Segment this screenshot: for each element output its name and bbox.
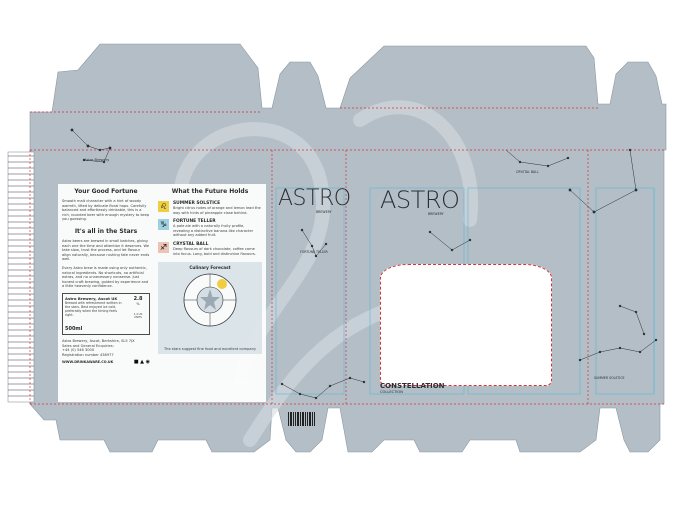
address-3: +44 (0) 546 3000 xyxy=(62,348,95,353)
label-box: Astro Brewery, Ascot UK Brewed with refr… xyxy=(62,292,150,335)
good-fortune-title: Your Good Fortune xyxy=(74,188,138,195)
back-panel: Your Good Fortune Smooth malt character … xyxy=(58,184,266,402)
sagittarius-sign-icon: ♐ xyxy=(158,241,169,253)
stars-body-1: Astro beers are brewed in small batches,… xyxy=(62,238,150,262)
abv-unit: % xyxy=(136,301,140,306)
product-1-desc: Bright citrus notes of orange and lemon … xyxy=(173,206,261,215)
collection-subtitle: COLLECTION xyxy=(380,390,403,394)
product-3-desc: Deep flavours of dark chocolate, coffee … xyxy=(173,246,256,256)
product-item-2: ♑ FORTUNE TELLER A pale ale with a natur… xyxy=(158,219,262,238)
address-1: Astro Brewery, Ascot, Berkshire, SL5 7JX xyxy=(62,338,135,343)
astro-brewery-small-label: Astro Brewery xyxy=(84,158,110,162)
summer-solstice-label: SUMMER SOLSTICE xyxy=(594,376,625,380)
stars-body-2: Every Astro brew is made using only auth… xyxy=(62,265,149,289)
product-2-desc: A pale ale with a naturally fruity profi… xyxy=(173,224,254,238)
footer-row: WWW.DRINKAWARE.CO.UK ■ ▲ ◉ xyxy=(62,359,150,365)
good-fortune-intro: Smooth malt character with a hint of woo… xyxy=(62,199,150,222)
instagram-icon[interactable]: ◉ xyxy=(145,359,150,366)
abv-value: 2.8 xyxy=(133,295,143,302)
product-2-name: FORTUNE TELLER xyxy=(173,219,216,225)
forecast-footer: The stars suggest fine food and excellen… xyxy=(163,346,257,351)
front-logo: ASTRO xyxy=(380,186,460,214)
side-logo-sub: BREWERY xyxy=(316,210,332,214)
product-item-3: ♐ CRYSTAL BALL Deep flavours of dark cho… xyxy=(158,241,262,256)
constellation-title: CONSTELLATION xyxy=(380,382,445,390)
fortune-teller-label: FORTUNE TELLER xyxy=(300,250,328,254)
forecast-title: Culinary Forecast xyxy=(189,265,231,271)
product-1-name: SUMMER SOLSTICE xyxy=(173,201,221,206)
abv-box: 2.8 % 1.4 UK UNITS xyxy=(131,296,145,319)
culinary-forecast: Culinary Forecast The stars suggest fine… xyxy=(158,262,262,355)
capricorn-sign-icon: ♑ xyxy=(158,219,169,231)
label-box-title: Astro Brewery, Ascot UK xyxy=(65,295,118,301)
address-2: Sales and General Enquiries: xyxy=(62,343,114,348)
facebook-icon[interactable]: ■ xyxy=(133,359,139,366)
future-title: What the Future Holds xyxy=(171,188,249,195)
twitter-icon[interactable]: ▲ xyxy=(140,359,145,366)
back-col-1: Your Good Fortune Smooth malt character … xyxy=(62,188,150,365)
back-col-2: What the Future Holds ♌ SUMMER SOLSTICE … xyxy=(158,188,262,355)
volume-label: 500ml xyxy=(65,325,83,332)
product-3-name: CRYSTAL BALL xyxy=(173,241,209,247)
unit-text: 1.4 UK UNITS xyxy=(133,312,143,319)
social-icons: ■ ▲ ◉ xyxy=(134,359,150,365)
leo-sign-icon: ♌ xyxy=(158,201,169,212)
glue-flap xyxy=(7,151,35,403)
crystal-ball-label: CRYSTAL BALL xyxy=(516,170,539,174)
label-box-desc: Brewed with refreshment written in the s… xyxy=(65,300,122,317)
website-link[interactable]: WWW.DRINKAWARE.CO.UK xyxy=(62,360,114,365)
front-logo-sub: BREWERY xyxy=(428,212,444,216)
side-logo: ASTRO xyxy=(278,186,351,211)
barcode xyxy=(288,412,315,426)
front-window xyxy=(380,264,552,386)
address-4: Registration number 438977 xyxy=(62,352,114,357)
product-item-1: ♌ SUMMER SOLSTICE Bright citrus notes of… xyxy=(158,201,262,215)
stars-subtitle: It's all in the Stars xyxy=(74,227,138,235)
forecast-wheel-icon xyxy=(183,273,237,327)
